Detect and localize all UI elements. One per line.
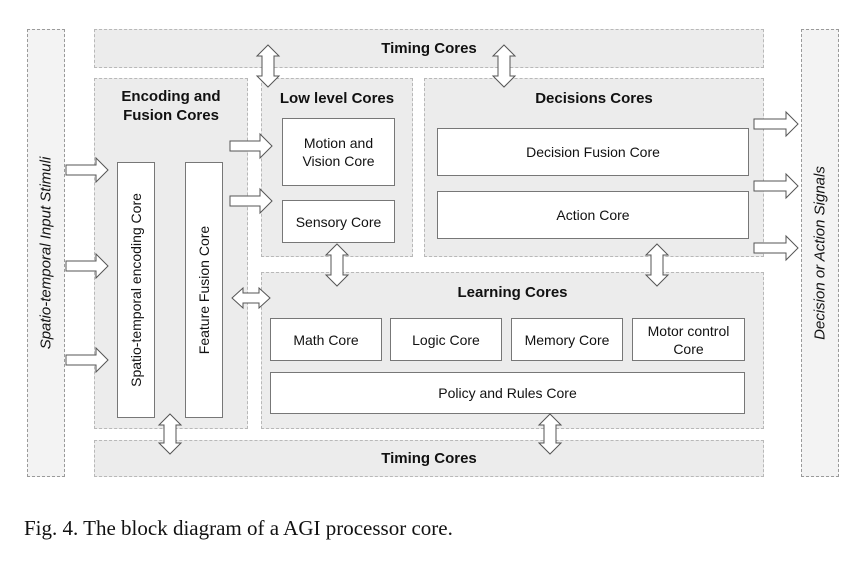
arrow-input-3	[65, 346, 109, 374]
arrow-input-2	[65, 252, 109, 280]
low-level-title: Low level Cores	[279, 90, 395, 107]
arrow-output-2	[753, 172, 799, 200]
policy-rules-core: Policy and Rules Core	[270, 372, 745, 414]
arrow-learning-timing	[537, 413, 563, 455]
figure-caption: Fig. 4. The block diagram of a AGI proce…	[24, 516, 453, 540]
math-core: Math Core	[270, 318, 382, 361]
decision-fusion-core: Decision Fusion Core	[437, 128, 749, 176]
arrow-timing-lowlevel	[255, 44, 281, 88]
arrow-encoding-learning	[231, 286, 271, 310]
arrow-output-3	[753, 234, 799, 262]
memory-core: Memory Core	[511, 318, 623, 361]
decisions-title: Decisions Cores	[535, 90, 653, 107]
timing-cores-top-title: Timing Cores	[381, 40, 477, 57]
arrow-sensory-learning	[324, 243, 350, 287]
arrow-decisions-learning	[644, 243, 670, 287]
motion-vision-core: Motion and Vision Core	[282, 118, 395, 186]
arrow-timing-decisions	[491, 44, 517, 88]
timing-cores-bottom: Timing Cores	[94, 440, 764, 477]
motor-control-core: Motor control Core	[632, 318, 745, 361]
timing-cores-top: Timing Cores	[94, 29, 764, 68]
arrow-output-1	[753, 110, 799, 138]
encoding-fusion-title: Encoding and Fusion Cores	[121, 88, 221, 124]
output-signals-bar: Decision or Action Signals	[801, 29, 839, 477]
feature-fusion-core: Feature Fusion Core	[185, 162, 223, 418]
logic-core: Logic Core	[390, 318, 502, 361]
arrow-input-1	[65, 156, 109, 184]
action-core: Action Core	[437, 191, 749, 239]
learning-title: Learning Cores	[457, 284, 568, 301]
sensory-core: Sensory Core	[282, 200, 395, 243]
arrow-encoding-to-motion	[229, 132, 273, 160]
input-stimuli-bar: Spatio-temporal Input Stimuli	[27, 29, 65, 477]
arrow-encoding-timing	[157, 413, 183, 455]
timing-cores-bottom-title: Timing Cores	[381, 450, 477, 467]
spatio-temporal-encoding-core: Spatio-temporal encoding Core	[117, 162, 155, 418]
arrow-encoding-to-sensory	[229, 187, 273, 215]
